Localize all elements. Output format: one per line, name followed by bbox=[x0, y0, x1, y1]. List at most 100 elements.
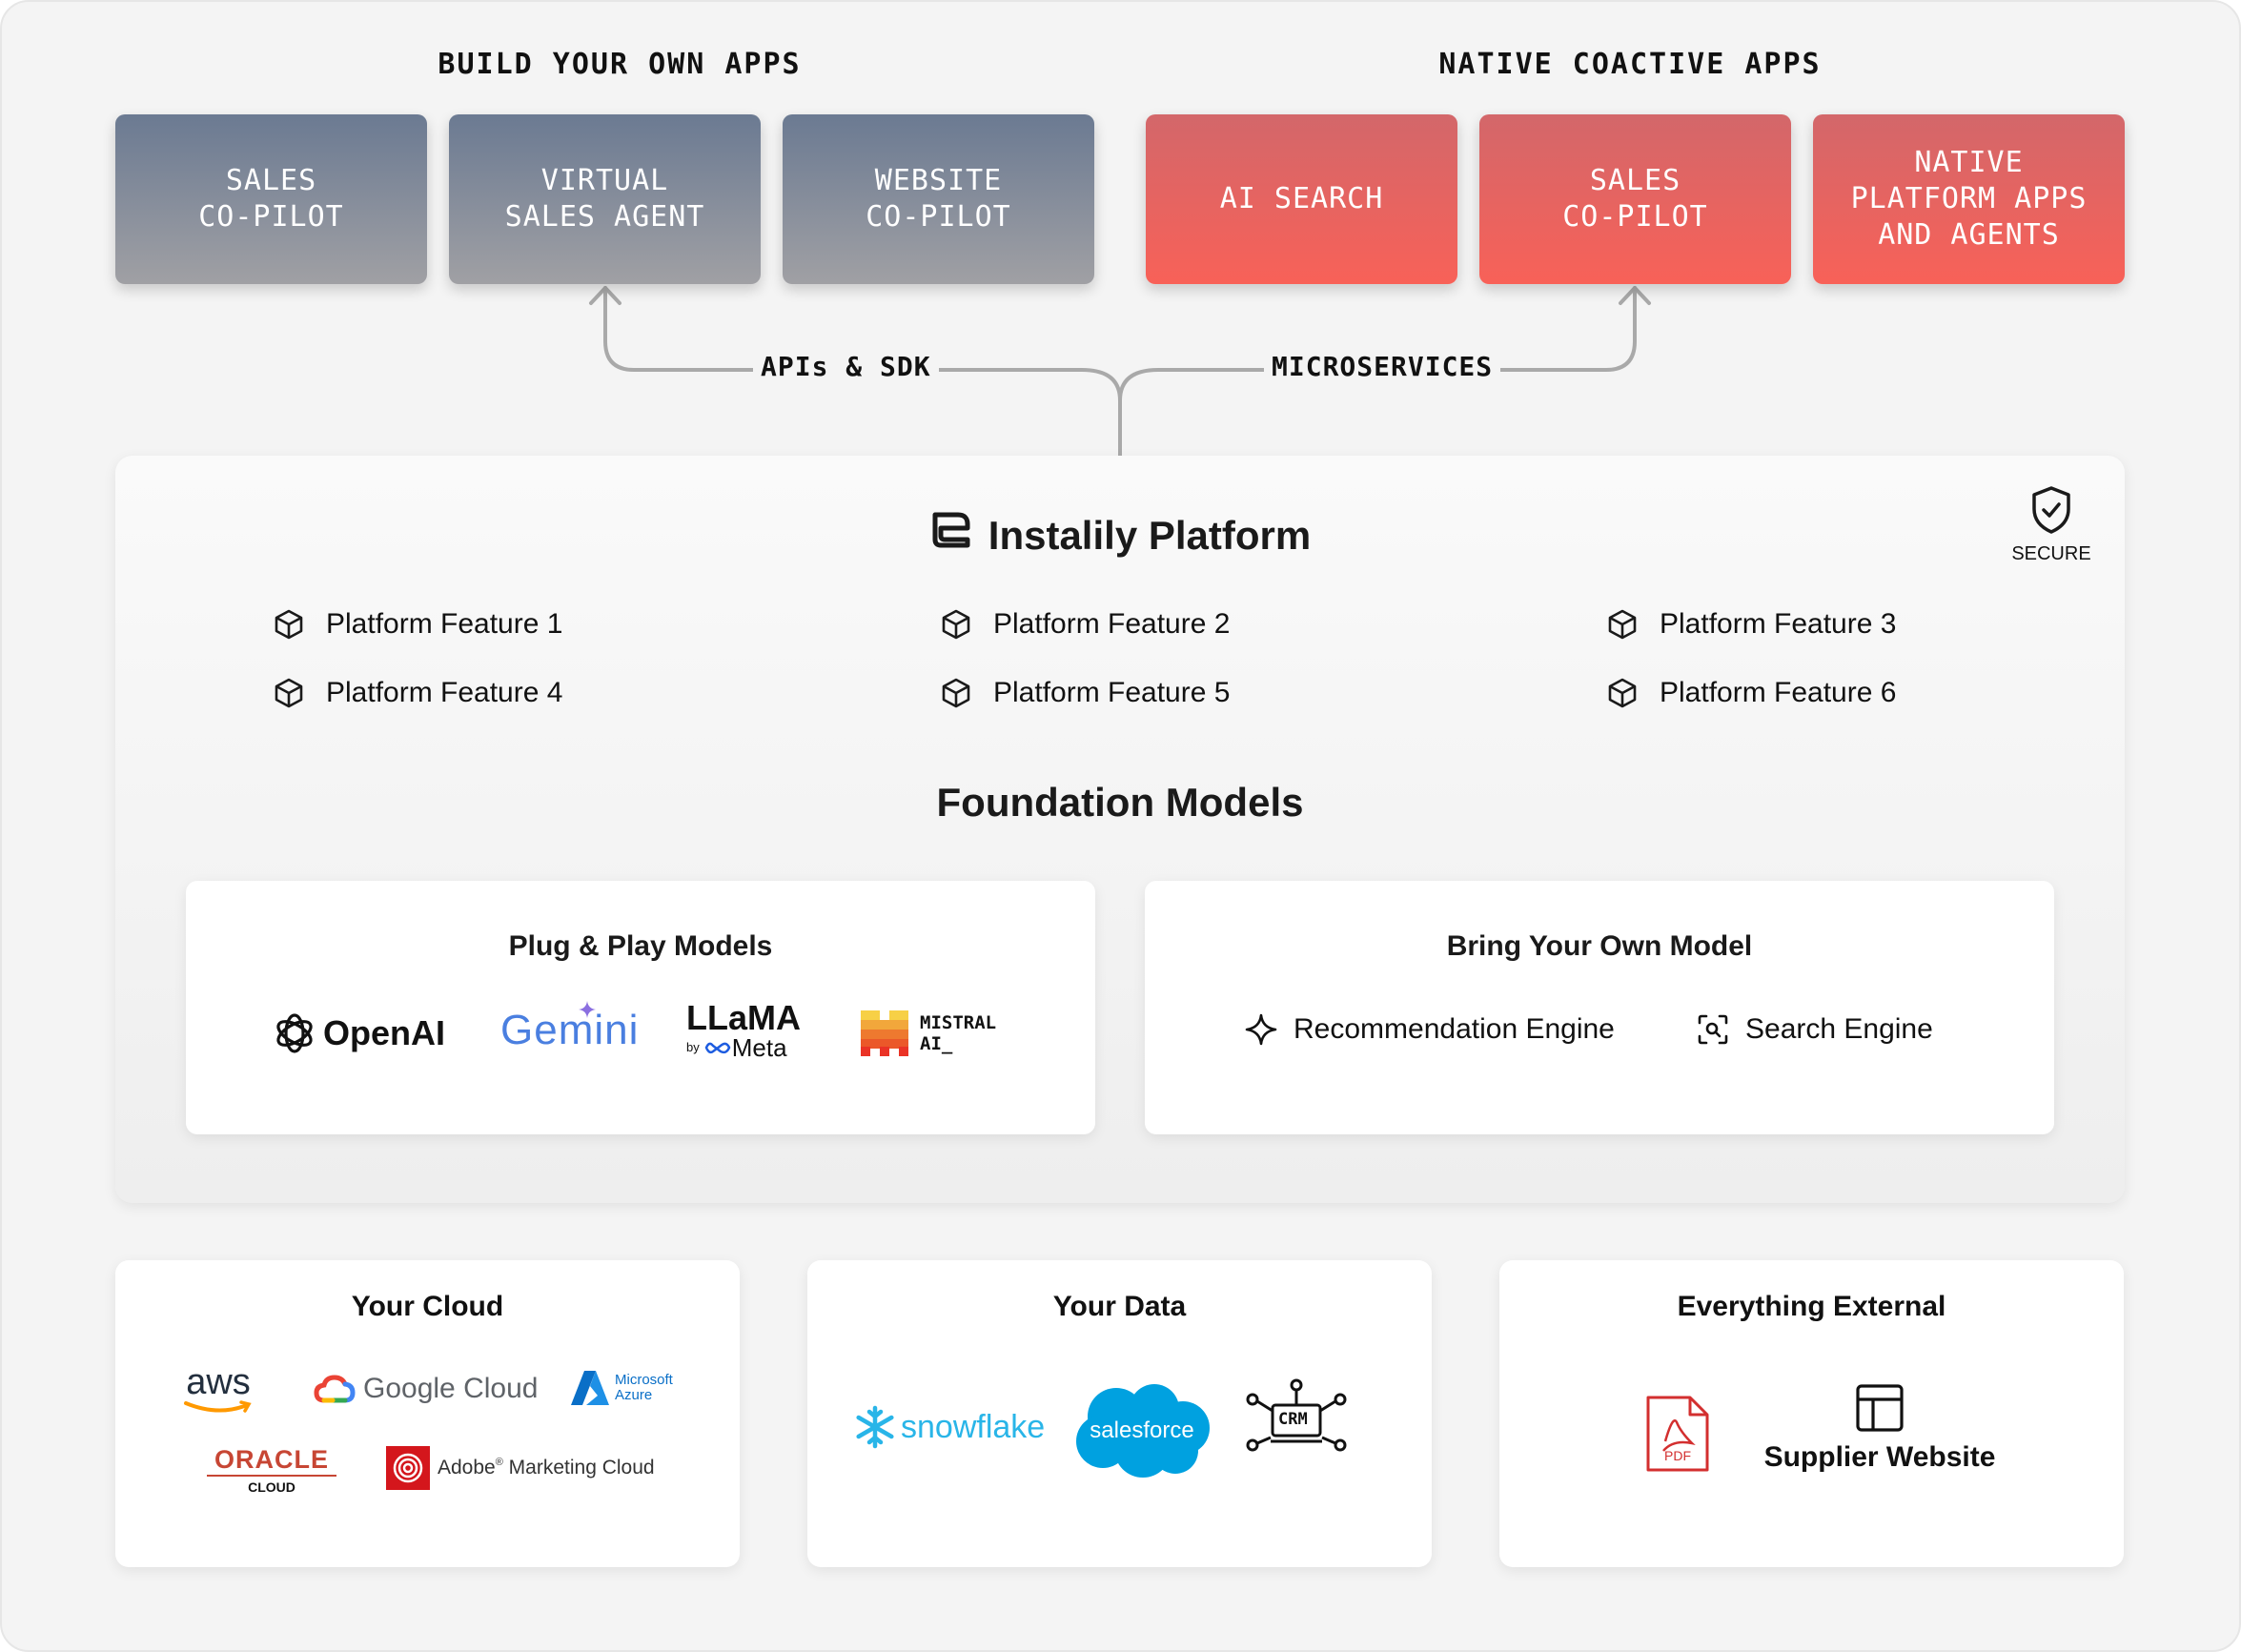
instalily-logo-icon bbox=[929, 509, 973, 561]
google-cloud-label: Google Cloud bbox=[363, 1373, 539, 1404]
app-website-copilot[interactable]: WEBSITE CO-PILOT bbox=[783, 114, 1094, 284]
apis-sdk-label: APIs & SDK bbox=[753, 351, 939, 382]
website-layout-icon bbox=[1856, 1384, 1904, 1432]
supplier-website-item: Supplier Website bbox=[1757, 1382, 2003, 1474]
feature-label: Platform Feature 2 bbox=[993, 608, 1231, 640]
aws-label: aws bbox=[186, 1362, 251, 1402]
mistral-logo: MISTRAL AI_ bbox=[861, 1010, 996, 1056]
google-cloud-icon bbox=[314, 1375, 356, 1403]
plug-play-card: Plug & Play Models OpenAI Gemini LLaMA b… bbox=[186, 881, 1095, 1134]
crm-network-icon bbox=[1246, 1378, 1347, 1452]
sparkle-icon bbox=[1245, 1013, 1277, 1046]
gemini-label: Gemini bbox=[500, 1007, 640, 1053]
azure-label-2: Azure bbox=[615, 1387, 653, 1403]
feature-label: Platform Feature 5 bbox=[993, 677, 1231, 708]
cube-icon bbox=[942, 609, 970, 640]
oracle-divider bbox=[207, 1475, 336, 1477]
feature-label: Platform Feature 1 bbox=[326, 608, 563, 640]
platform-title-row: Instalily Platform bbox=[115, 512, 2125, 564]
salesforce-label: salesforce bbox=[1090, 1417, 1194, 1443]
cube-icon bbox=[275, 678, 303, 708]
azure-icon bbox=[571, 1371, 609, 1405]
aws-logo: aws bbox=[182, 1362, 255, 1415]
foundation-models-title: Foundation Models bbox=[936, 780, 1304, 825]
recommendation-engine-label: Recommendation Engine bbox=[1294, 1013, 1615, 1045]
pdf-label: PDF bbox=[1664, 1448, 1691, 1463]
app-sales-copilot-build[interactable]: SALES CO-PILOT bbox=[115, 114, 427, 284]
feature-item-1: Platform Feature 1 bbox=[273, 608, 562, 641]
llama-meta-label: Meta bbox=[731, 1033, 787, 1062]
adobe-icon bbox=[386, 1446, 430, 1490]
oracle-sub-label: CLOUD bbox=[248, 1479, 295, 1495]
openai-icon bbox=[276, 1013, 313, 1053]
google-cloud-logo: Google Cloud bbox=[314, 1373, 538, 1405]
cube-icon bbox=[275, 609, 303, 640]
everything-external-card: Everything External PDF Supplier Website bbox=[1499, 1260, 2124, 1567]
your-data-card: Your Data snowflake salesforce bbox=[807, 1260, 1432, 1567]
shield-check-icon bbox=[2032, 486, 2070, 534]
platform-panel: Instalily Platform SECURE Platform Featu… bbox=[115, 456, 2125, 1203]
app-sales-copilot-native[interactable]: SALES CO-PILOT bbox=[1479, 114, 1791, 284]
cube-icon bbox=[1608, 609, 1637, 640]
your-cloud-card: Your Cloud aws Google Cloud Microsoft Az… bbox=[115, 1260, 740, 1567]
feature-item-4: Platform Feature 4 bbox=[273, 677, 562, 709]
feature-item-6: Platform Feature 6 bbox=[1606, 677, 1896, 709]
azure-logo: Microsoft Azure bbox=[569, 1367, 673, 1409]
native-apps-title: NATIVE COACTIVE APPS bbox=[1438, 48, 1822, 81]
build-own-apps-title: BUILD YOUR OWN APPS bbox=[438, 48, 802, 81]
cube-icon bbox=[942, 678, 970, 708]
llama-logo: LLaMA by Meta bbox=[686, 998, 801, 1062]
openai-logo: OpenAI bbox=[272, 1010, 445, 1056]
salesforce-cloud-icon bbox=[1076, 1384, 1210, 1478]
feature-label: Platform Feature 4 bbox=[326, 677, 563, 708]
plug-play-title: Plug & Play Models bbox=[508, 930, 773, 962]
meta-infinity-icon bbox=[704, 1042, 731, 1054]
snowflake-icon bbox=[856, 1405, 894, 1449]
aws-smile-icon bbox=[184, 1400, 252, 1413]
gemini-logo: Gemini bbox=[500, 1001, 640, 1054]
feature-item-3: Platform Feature 3 bbox=[1606, 608, 1896, 641]
platform-title: Instalily Platform bbox=[988, 513, 1312, 559]
llama-label: LLaMA bbox=[686, 998, 801, 1037]
feature-item-2: Platform Feature 2 bbox=[940, 608, 1230, 641]
snowflake-logo: snowflake bbox=[853, 1405, 1045, 1449]
byom-title: Bring Your Own Model bbox=[1446, 930, 1753, 962]
your-cloud-title: Your Cloud bbox=[351, 1291, 504, 1322]
crm-label: CRM bbox=[1278, 1410, 1308, 1429]
cube-icon bbox=[1608, 678, 1637, 708]
your-data-title: Your Data bbox=[1052, 1291, 1187, 1322]
byom-item-recommendation: Recommendation Engine bbox=[1244, 1012, 1615, 1047]
scan-search-icon bbox=[1698, 1014, 1728, 1045]
llama-by-label: by bbox=[686, 1040, 700, 1054]
feature-label: Platform Feature 6 bbox=[1660, 677, 1897, 708]
adobe-rest-label: Marketing Cloud bbox=[502, 1457, 655, 1479]
pdf-file-icon bbox=[1646, 1396, 1709, 1472]
azure-label-1: Microsoft bbox=[615, 1372, 673, 1388]
everything-external-title: Everything External bbox=[1677, 1291, 1946, 1322]
byom-card: Bring Your Own Model Recommendation Engi… bbox=[1145, 881, 2054, 1134]
app-virtual-sales-agent[interactable]: VIRTUAL SALES AGENT bbox=[449, 114, 761, 284]
mistral-label-1: MISTRAL bbox=[920, 1012, 997, 1033]
secure-badge: SECURE bbox=[2008, 484, 2094, 565]
openai-label: OpenAI bbox=[323, 1013, 446, 1052]
mistral-icon bbox=[861, 1010, 908, 1056]
adobe-marketing-cloud-logo: Adobe® Marketing Cloud bbox=[386, 1446, 655, 1490]
supplier-website-label: Supplier Website bbox=[1763, 1441, 1996, 1473]
app-native-platform-agents[interactable]: NATIVE PLATFORM APPS AND AGENTS bbox=[1813, 114, 2125, 284]
mistral-label-2: AI_ bbox=[920, 1033, 953, 1054]
oracle-logo: ORACLE CLOUD bbox=[207, 1445, 336, 1495]
snowflake-label: snowflake bbox=[901, 1408, 1046, 1445]
microservices-label: MICROSERVICES bbox=[1264, 351, 1501, 382]
search-engine-label: Search Engine bbox=[1745, 1013, 1933, 1045]
salesforce-logo: salesforce bbox=[1070, 1382, 1213, 1479]
byom-item-search: Search Engine bbox=[1696, 1012, 1933, 1047]
feature-label: Platform Feature 3 bbox=[1660, 608, 1897, 640]
adobe-label: Adobe bbox=[438, 1457, 496, 1479]
pdf-document: PDF bbox=[1644, 1394, 1711, 1474]
crm-logo: CRM bbox=[1244, 1378, 1349, 1464]
oracle-label: ORACLE bbox=[214, 1445, 329, 1474]
app-ai-search[interactable]: AI SEARCH bbox=[1146, 114, 1457, 284]
secure-label: SECURE bbox=[2011, 543, 2091, 564]
gemini-sparkle-icon bbox=[579, 1001, 596, 1018]
feature-item-5: Platform Feature 5 bbox=[940, 677, 1230, 709]
